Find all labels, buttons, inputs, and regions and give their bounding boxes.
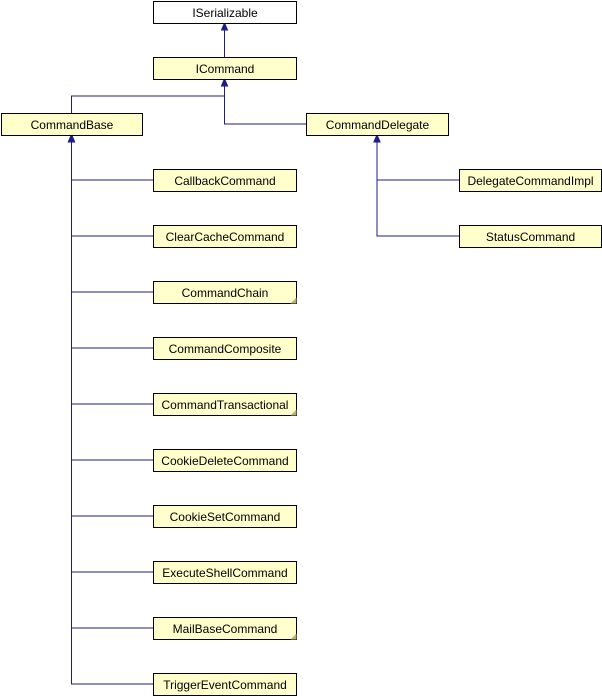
subclass-indicator-icon bbox=[290, 409, 297, 416]
class-node-commandbase[interactable]: CommandBase bbox=[1, 113, 143, 136]
class-box bbox=[153, 1, 297, 24]
edges-layer bbox=[67, 21, 459, 685]
class-label: CommandDelegate bbox=[326, 118, 430, 132]
inheritance-edge-commandbase-to-icommand bbox=[71, 79, 225, 113]
class-box bbox=[153, 281, 297, 304]
class-box bbox=[1, 113, 143, 136]
subclass-indicator-icon bbox=[290, 297, 297, 304]
inheritance-edge-commanddelegate-to-icommand bbox=[224, 79, 306, 125]
class-node-clearcachecommand[interactable]: ClearCacheCommand bbox=[153, 225, 297, 248]
arrowhead-icommand-to-iserializable bbox=[220, 21, 229, 31]
class-label: ISerializable bbox=[192, 6, 258, 20]
arrowhead-statuscommand-to-commanddelegate bbox=[373, 133, 381, 143]
inheritance-edge-clearcachecommand-to-commandbase bbox=[71, 135, 153, 237]
class-box bbox=[153, 505, 297, 528]
class-node-commandchain[interactable]: CommandChain bbox=[153, 281, 297, 304]
class-node-icommand[interactable]: ICommand bbox=[153, 57, 297, 80]
class-label: ICommand bbox=[196, 62, 255, 76]
inheritance-edge-cookiesetcommand-to-commandbase bbox=[71, 135, 153, 517]
subclass-indicator-icon bbox=[290, 633, 297, 640]
class-node-mailbasecommand[interactable]: MailBaseCommand bbox=[153, 617, 297, 640]
class-label: ClearCacheCommand bbox=[166, 230, 285, 244]
class-box bbox=[153, 169, 297, 192]
class-label: CookieDeleteCommand bbox=[161, 454, 288, 468]
class-label: StatusCommand bbox=[486, 230, 575, 244]
class-label: MailBaseCommand bbox=[173, 622, 278, 636]
class-node-triggereventcommand[interactable]: TriggerEventCommand bbox=[153, 673, 297, 696]
class-box bbox=[153, 617, 297, 640]
class-node-callbackcommand[interactable]: CallbackCommand bbox=[153, 169, 297, 192]
class-label: CommandBase bbox=[31, 118, 114, 132]
class-node-commandcomposite[interactable]: CommandComposite bbox=[153, 337, 297, 360]
class-label: CommandChain bbox=[182, 286, 269, 300]
class-node-commanddelegate[interactable]: CommandDelegate bbox=[306, 113, 449, 136]
class-box bbox=[153, 449, 297, 472]
class-label: ExecuteShellCommand bbox=[162, 566, 287, 580]
inheritance-edge-executeshellcommand-to-commandbase bbox=[71, 135, 153, 573]
class-node-statuscommand[interactable]: StatusCommand bbox=[459, 225, 602, 248]
class-box bbox=[153, 225, 297, 248]
inheritance-edge-commandchain-to-commandbase bbox=[71, 135, 153, 293]
class-label: CallbackCommand bbox=[174, 174, 275, 188]
class-label: CommandComposite bbox=[169, 342, 282, 356]
class-box bbox=[306, 113, 449, 136]
class-node-cookiesetcommand[interactable]: CookieSetCommand bbox=[153, 505, 297, 528]
class-box bbox=[153, 337, 297, 360]
inheritance-edge-triggereventcommand-to-commandbase bbox=[71, 135, 153, 685]
inheritance-edge-commandtransactional-to-commandbase bbox=[71, 135, 153, 405]
class-box bbox=[153, 57, 297, 80]
class-label: CookieSetCommand bbox=[170, 510, 281, 524]
arrowhead-triggereventcommand-to-commandbase bbox=[67, 133, 76, 143]
class-node-delegatecommandimpl[interactable]: DelegateCommandImpl bbox=[459, 169, 602, 192]
inheritance-edge-statuscommand-to-commanddelegate bbox=[376, 135, 459, 237]
class-node-executeshellcommand[interactable]: ExecuteShellCommand bbox=[153, 561, 297, 584]
class-node-commandtransactional[interactable]: CommandTransactional bbox=[153, 393, 297, 416]
class-label: CommandTransactional bbox=[162, 398, 289, 412]
inheritance-edge-mailbasecommand-to-commandbase bbox=[71, 135, 153, 629]
class-node-cookiedeletecommand[interactable]: CookieDeleteCommand bbox=[153, 449, 297, 472]
class-box bbox=[153, 393, 297, 416]
inheritance-edge-commandcomposite-to-commandbase bbox=[71, 135, 153, 349]
arrowhead-commanddelegate-to-icommand bbox=[220, 77, 229, 87]
inheritance-edge-cookiedeletecommand-to-commandbase bbox=[71, 135, 153, 461]
class-box bbox=[153, 561, 297, 584]
inheritance-edge-callbackcommand-to-commandbase bbox=[71, 135, 153, 181]
inheritance-edge-delegatecommandimpl-to-commanddelegate bbox=[376, 135, 459, 181]
class-label: DelegateCommandImpl bbox=[467, 174, 593, 188]
class-node-iserializable[interactable]: ISerializable bbox=[153, 1, 297, 24]
class-label: TriggerEventCommand bbox=[163, 678, 287, 692]
